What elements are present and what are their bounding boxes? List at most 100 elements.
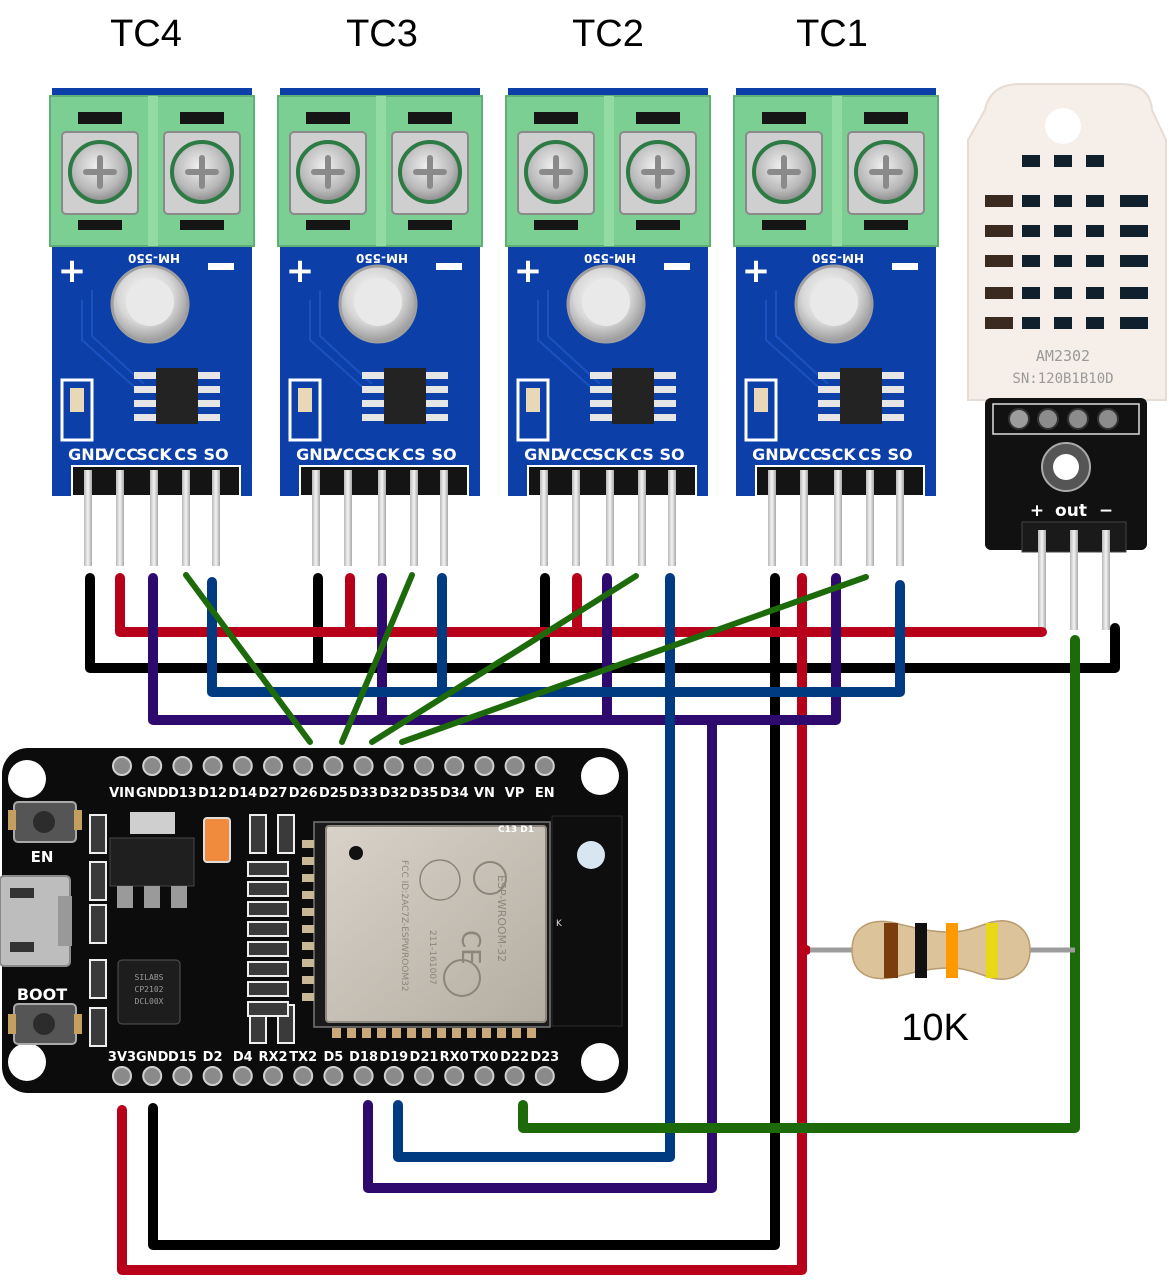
header-pin-gnd [84,470,92,566]
esp-pin-rx2[interactable] [263,1066,283,1086]
pullup-resistor-10k: 10K [810,920,1075,1049]
esp-pin-d23[interactable] [534,1066,555,1086]
sck-bus-wire [148,573,841,725]
esp-pin-label-d21: D21 [410,1050,439,1065]
so-to-esp-wire [393,573,675,1162]
header-pin-cs [866,470,874,566]
esp-pin-vn[interactable] [474,756,495,776]
esp-pin-label-rx0: RX0 [440,1050,469,1065]
vcc-to-esp-wire [117,573,807,1275]
micro-usb-port[interactable] [0,875,72,967]
board-corner-text: C13 D1 [498,825,534,835]
esp-pin-d2[interactable] [202,1066,223,1086]
esp-pin-d33[interactable] [353,756,374,776]
esp-pin-tx2[interactable] [293,1066,314,1086]
so-bus-wire [207,577,905,697]
pin-label-vcc: VCC [786,445,822,464]
esp-pin-label-tx0: TX0 [470,1050,498,1065]
esp-pin-d34[interactable] [444,756,465,776]
esp-pin-label-d14: D14 [228,786,257,801]
esp-pin-d15[interactable] [172,1066,193,1086]
pin-label-gnd: GND [752,445,792,464]
esp-pin-d26[interactable] [293,756,314,776]
board-model-text: HM-550 [584,251,636,265]
esp-pin-gnd[interactable] [142,1066,163,1086]
esp-pin-label-d33: D33 [349,786,378,801]
esp-pin-en[interactable] [534,756,555,776]
header-pin-so [668,470,676,566]
esp-pin-d4[interactable] [232,1066,253,1086]
esp-pin-d25[interactable] [323,756,344,776]
module-name-text: ESP-WROOM-32 [495,875,508,962]
header-pin-so [212,470,220,566]
am2302-pin-plus: + [1030,501,1044,521]
board-model-text: HM-550 [356,251,408,265]
esp-pin-label-d27: D27 [259,786,288,801]
thermocouple-minus-label [436,263,462,270]
esp-pin-label-3v3: 3V3 [108,1050,136,1065]
dht-data-wire [518,635,1080,1133]
esp-pin-label-d26: D26 [289,786,318,801]
esp-pin-d5[interactable] [323,1066,344,1086]
esp-pin-d14[interactable] [232,756,253,776]
thermocouple-plus-label: + [286,251,315,291]
esp-pin-label-d2: D2 [203,1050,223,1065]
esp-pin-vp[interactable] [504,756,525,776]
boot-button[interactable] [8,1003,82,1045]
pin-label-vcc: VCC [102,445,138,464]
esp-pin-tx0[interactable] [474,1066,495,1086]
svg-text:CP2102: CP2102 [135,985,164,994]
am2302-pin-out: out [1055,501,1087,521]
pin-label-vcc: VCC [558,445,594,464]
en-button[interactable] [8,801,82,843]
header-pin-so [896,470,904,566]
resistor-value-label: 10K [901,1007,969,1049]
header-pin-sck [606,470,614,566]
esp-pin-vin[interactable] [112,756,132,776]
esp-pin-d27[interactable] [263,756,283,776]
esp-pin-d19[interactable] [383,1066,404,1086]
esp-pin-d35[interactable] [414,756,434,776]
pin-label-so: SO [431,445,456,464]
pin-label-gnd: GND [524,445,564,464]
esp-pin-3v3[interactable] [112,1066,132,1086]
esp-pin-d32[interactable] [383,756,404,776]
esp-pin-label-d5: D5 [323,1050,343,1065]
pin-label-sck: SCK [136,445,172,464]
resistor-band-2 [915,923,927,978]
pin-label-vcc: VCC [330,445,366,464]
module-label-tc1: TC1 [796,13,868,55]
esp-pin-d18[interactable] [353,1066,374,1086]
esp-pin-label-gnd: GND [136,1050,169,1065]
esp-pin-label-d19: D19 [379,1050,408,1065]
esp-pin-label-d12: D12 [198,786,227,801]
esp-pin-d21[interactable] [414,1066,434,1086]
header-pin-gnd [312,470,320,566]
thermocouple-minus-label [208,263,234,270]
header-pin-vcc [800,470,808,566]
header-pin-vcc [116,470,124,566]
header-pin-so [440,470,448,566]
esp-pin-gnd[interactable] [142,756,163,776]
esp-pin-d12[interactable] [202,756,223,776]
pin-label-gnd: GND [68,445,108,464]
cs-wire-tc3 [339,572,415,745]
esp-pin-d22[interactable] [504,1066,525,1086]
pin-label-cs: CS [630,445,654,464]
board-model-text: HM-550 [128,251,180,265]
pin-label-cs: CS [858,445,882,464]
module-fcc-text: FCC ID:2AC7Z-ESPWROOM32 [399,860,409,992]
ce-mark: CE [455,930,485,965]
thermocouple-plus-label: + [58,251,87,291]
module-label-tc4: TC4 [110,13,182,55]
pin-label-so: SO [659,445,684,464]
esp-pin-label-en: EN [535,786,555,801]
cs-wire-tc1 [399,574,869,745]
esp-pin-rx0[interactable] [444,1066,465,1086]
resistor-band-1 [884,923,898,978]
esp-pin-label-vin: VIN [109,786,135,801]
vcc-bus-wire [115,573,1047,637]
esp-pin-d13[interactable] [172,756,193,776]
